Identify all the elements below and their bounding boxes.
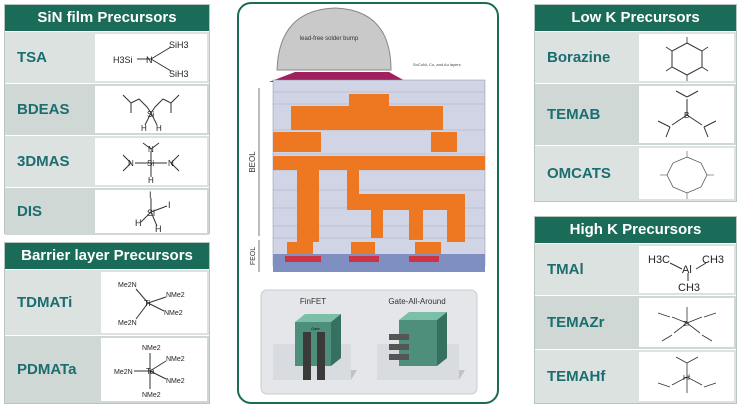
svg-text:Hf: Hf — [683, 375, 690, 382]
precursor-label: TEMAHf — [547, 368, 606, 385]
svg-text:Me2N: Me2N — [118, 320, 137, 327]
gate-all-around-illustration — [377, 312, 465, 380]
finfet-label: FinFET — [300, 297, 326, 306]
svg-text:H3C: H3C — [648, 254, 670, 266]
svg-text:H: H — [141, 124, 147, 133]
precursor-row-tdmati: TDMATi Ti Me2N NMe2 NMe2 Me2N — [5, 269, 209, 335]
tsa-sih3-top: SiH3 — [169, 40, 189, 50]
precursor-label: BDEAS — [17, 101, 70, 118]
precursor-row-borazine: Borazine — [535, 31, 736, 83]
borazine-structure — [639, 34, 734, 81]
svg-text:Si: Si — [147, 159, 154, 168]
precursor-label: TEMAB — [547, 106, 601, 123]
svg-text:B: B — [684, 111, 689, 120]
barrier-precursors-title: Barrier layer Precursors — [5, 243, 209, 269]
svg-text:Ta: Ta — [146, 367, 155, 376]
sin-precursors-title: SiN film Precursors — [5, 5, 209, 31]
precursor-label: TDMATi — [17, 294, 73, 311]
precursor-row-bdeas: BDEAS Si H H — [5, 83, 209, 135]
svg-text:CH3: CH3 — [678, 282, 700, 293]
svg-text:Ti: Ti — [144, 299, 151, 308]
svg-text:NMe2: NMe2 — [166, 378, 185, 385]
precursor-label: 3DMAS — [17, 153, 70, 170]
precursor-row-tsa: TSA N SiH3 SiH3 H3Si — [5, 31, 209, 83]
precursor-label: TMAl — [547, 261, 584, 278]
high-k-precursors-title: High K Precursors — [535, 217, 736, 243]
ubm-layer — [269, 72, 407, 82]
precursor-row-tmal: TMAl H3C Al CH3 CH3 — [535, 243, 736, 295]
barrier-precursors-panel: Barrier layer Precursors TDMATi Ti Me2N … — [4, 242, 210, 404]
precursor-row-temahf: TEMAHf Hf — [535, 349, 736, 403]
pdmata-structure: Ta NMe2 Me2N NMe2 NMe2 NMe2 — [101, 338, 207, 401]
dis-structure: Si I I H H — [95, 190, 207, 234]
low-k-precursors-title: Low K Precursors — [535, 5, 736, 31]
bump-layers-note: SnCuNi, Cu, and Au layers — [413, 62, 461, 67]
high-k-precursors-panel: High K Precursors TMAl H3C Al CH3 CH3 TE… — [534, 216, 737, 404]
svg-text:Si: Si — [147, 110, 154, 119]
gaa-label: Gate-All-Around — [388, 297, 445, 306]
svg-text:H: H — [148, 176, 154, 185]
solder-bump — [276, 7, 392, 71]
svg-text:CH3: CH3 — [702, 254, 724, 266]
svg-text:Me2N: Me2N — [118, 282, 137, 289]
temazr-structure: Zr — [639, 298, 734, 347]
solder-bump-label: lead-free solder bump — [300, 36, 359, 42]
svg-text:N: N — [148, 145, 154, 154]
feol-label: FEOL — [250, 247, 257, 265]
precursor-row-omcats: OMCATS — [535, 145, 736, 201]
precursor-label: TEMAZr — [547, 314, 605, 331]
bdeas-structure: Si H H — [95, 86, 207, 133]
precursor-row-temab: TEMAB B — [535, 83, 736, 145]
svg-text:H: H — [156, 124, 162, 133]
temahf-structure: Hf — [639, 352, 734, 401]
finfet-illustration: Gate — [273, 314, 357, 380]
tdmati-structure: Ti Me2N NMe2 NMe2 Me2N — [101, 272, 207, 333]
precursor-label: TSA — [17, 49, 47, 66]
svg-text:NMe2: NMe2 — [166, 356, 185, 363]
tsa-structure: N SiH3 SiH3 H3Si — [95, 34, 207, 81]
svg-text:Al: Al — [682, 264, 692, 276]
svg-text:H: H — [155, 224, 162, 234]
svg-text:Si: Si — [147, 208, 155, 218]
device-cross-section-figure: lead-free solder bump SnCuNi, Cu, and Au… — [237, 2, 499, 404]
copper-interconnects — [273, 94, 485, 254]
svg-text:N: N — [168, 159, 174, 168]
svg-text:Me2N: Me2N — [114, 369, 133, 376]
precursor-label: DIS — [17, 203, 43, 220]
beol-feol-cross-section: lead-free solder bump SnCuNi, Cu, and Au… — [248, 7, 486, 395]
low-k-precursors-panel: Low K Precursors Borazine TEMAB — [534, 4, 737, 202]
svg-text:NMe2: NMe2 — [164, 310, 183, 317]
svg-text:NMe2: NMe2 — [142, 392, 161, 399]
svg-text:NMe2: NMe2 — [142, 345, 161, 352]
precursor-label: PDMATa — [17, 361, 77, 378]
svg-text:H: H — [135, 218, 142, 228]
precursor-label: OMCATS — [547, 165, 611, 182]
precursor-row-dis: DIS Si I I H H — [5, 187, 209, 235]
svg-text:I: I — [149, 190, 152, 200]
beol-label: BEOL — [248, 151, 257, 173]
svg-text:NMe2: NMe2 — [166, 292, 185, 299]
3dmas-structure: Si N N N H — [95, 138, 207, 185]
svg-text:Zr: Zr — [683, 321, 690, 328]
tsa-n: N — [146, 55, 153, 65]
svg-text:I: I — [168, 200, 171, 210]
svg-text:Gate: Gate — [311, 326, 320, 331]
precursor-label: Borazine — [547, 49, 611, 66]
svg-text:N: N — [128, 159, 134, 168]
tmal-structure: H3C Al CH3 CH3 — [639, 246, 734, 293]
omcats-structure — [639, 148, 734, 199]
sin-precursors-panel: SiN film Precursors TSA N SiH3 SiH3 H3Si… — [4, 4, 210, 235]
tsa-sih3-bottom: SiH3 — [169, 69, 189, 79]
precursor-row-pdmata: PDMATa Ta NMe2 Me2N NMe2 NMe2 NMe2 — [5, 335, 209, 403]
temab-structure: B — [639, 86, 734, 143]
tsa-h3si: H3Si — [113, 55, 133, 65]
precursor-row-temazr: TEMAZr Zr — [535, 295, 736, 349]
precursor-row-3dmas: 3DMAS Si N N N H — [5, 135, 209, 187]
